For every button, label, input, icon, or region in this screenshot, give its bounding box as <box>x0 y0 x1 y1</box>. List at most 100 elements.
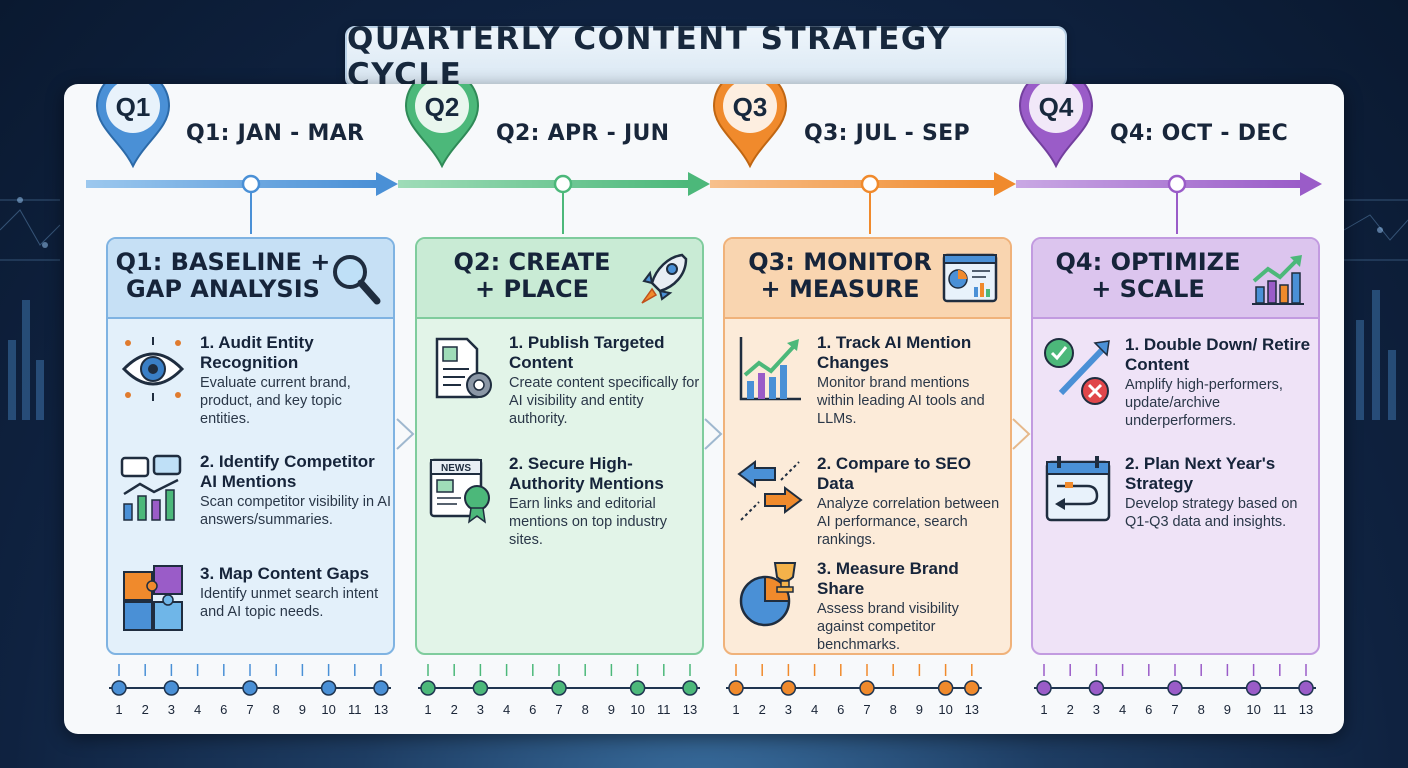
week-tick-label: 7 <box>1171 702 1179 717</box>
week-tick-label: 2 <box>141 702 149 717</box>
rocket-icon <box>641 253 688 304</box>
column-q4-heading: Q4: OPTIMIZE+ SCALE <box>1055 248 1241 303</box>
q4-item-1-title: 1. Double Down/ Retire Content <box>1125 335 1311 374</box>
week-tick-label: 11 <box>348 702 362 717</box>
column-q2-heading: Q2: CREATE+ PLACE <box>453 248 611 303</box>
quarter-date-q3: Q3: JUL - SEP <box>804 121 970 146</box>
week-marker <box>780 680 797 696</box>
q3-item-3-desc: Assess brand visibility against competit… <box>817 601 959 653</box>
svg-text:NEWS: NEWS <box>441 463 471 474</box>
week-tick-label: 6 <box>837 702 845 717</box>
column-q3: Q3: MONITOR+ MEASURE 1. Track AI Mention <box>723 237 1012 655</box>
week-tick-label: 13 <box>964 702 980 717</box>
week-marker <box>551 680 567 696</box>
week-tick-label: 9 <box>915 702 923 717</box>
week-tick-label: 8 <box>1197 702 1205 717</box>
document-gear-icon <box>435 337 492 399</box>
timeline-arrow-q1 <box>86 172 398 196</box>
week-tick-label: 9 <box>1223 702 1231 717</box>
eye-icon <box>121 337 185 401</box>
week-marker <box>682 680 698 696</box>
week-tick-label: 9 <box>298 702 306 717</box>
timeline-node-q1 <box>241 174 261 194</box>
week-marker <box>629 680 646 696</box>
growth-chart-icon <box>1252 255 1304 305</box>
week-tick-label: 13 <box>1298 702 1314 717</box>
week-tick-label: 3 <box>476 702 484 717</box>
week-marker <box>420 680 436 696</box>
week-tick-label: 8 <box>581 702 589 717</box>
quarter-date-q2: Q2: APR - JUN <box>496 121 670 146</box>
timeline-arrow-q4 <box>1016 172 1322 196</box>
timeline-node-q4 <box>1167 174 1187 194</box>
week-tick-label: 10 <box>630 702 645 717</box>
pin-q4-label: Q4 <box>1039 92 1074 122</box>
week-tick-label: 6 <box>529 702 537 717</box>
column-q2: Q2: CREATE+ PLACE 1. Publish Targeted Co… <box>415 237 704 655</box>
title-banner: QUARTERLY CONTENT STRATEGY CYCLE <box>345 21 1067 93</box>
quarter-date-q1: Q1: JAN - MAR <box>186 121 365 146</box>
week-tick-label: 8 <box>272 702 280 717</box>
week-marker <box>964 680 980 696</box>
week-tick-label: 11 <box>1273 702 1287 717</box>
week-marker <box>1036 680 1052 696</box>
magnifier-icon <box>333 255 381 305</box>
week-tick-label: 1 <box>732 702 740 717</box>
week-tick-label: 10 <box>1246 702 1261 717</box>
week-marker <box>1245 680 1262 696</box>
quarter-date-q4: Q4: OCT - DEC <box>1110 121 1289 146</box>
week-tick-label: 6 <box>1145 702 1153 717</box>
week-tick-label: 3 <box>784 702 792 717</box>
week-marker <box>728 680 744 696</box>
q2-item-2-desc: Earn links and editorial mentions on top… <box>509 496 667 548</box>
q3-item-3-title: 3. Measure Brand Share <box>817 559 959 598</box>
week-tick-label: 10 <box>938 702 953 717</box>
timeline-node-q2 <box>553 174 573 194</box>
q1-item-1-title: 1. Audit Entity Recognition <box>200 333 314 372</box>
week-tick-label: 4 <box>193 702 202 717</box>
q3-item-1-desc: Monitor brand mentions within leading AI… <box>817 375 985 427</box>
week-marker <box>1298 680 1314 696</box>
calendar-plan-icon <box>1045 456 1111 522</box>
q1-item-3-desc: Identify unmet search intent and AI topi… <box>200 586 379 620</box>
week-tick-label: 1 <box>1040 702 1048 717</box>
strategy-panel: Q1 Q2 Q3 Q4 Q1: JAN - MAR Q2: APR - JUN … <box>64 84 1344 734</box>
week-tick-label: 10 <box>321 702 336 717</box>
week-tick-label: 2 <box>1066 702 1074 717</box>
check-cross-icon <box>1044 338 1110 405</box>
week-tick-label: 4 <box>502 702 511 717</box>
pie-trophy-icon <box>739 562 797 627</box>
q3-item-2-desc: Analyze correlation between AI performan… <box>817 496 1000 548</box>
q3-item-2-title: 2. Compare to SEO Data <box>817 454 971 493</box>
trend-chart-icon <box>739 337 801 401</box>
week-marker <box>937 680 954 696</box>
column-q3-heading: Q3: MONITOR+ MEASURE <box>748 248 932 303</box>
news-award-icon: NEWS <box>429 458 490 524</box>
timeline-arrow-q3 <box>710 172 1016 196</box>
week-tick-label: 2 <box>450 702 458 717</box>
q1-item-2-title: 2. Identify Competitor AI Mentions <box>200 452 375 491</box>
week-tick-label: 3 <box>167 702 175 717</box>
week-tick-label: 2 <box>758 702 766 717</box>
week-tick-label: 13 <box>682 702 698 717</box>
q4-item-2-title: 2. Plan Next Year's Strategy <box>1125 454 1276 493</box>
quarter-timeline: Q1 Q2 Q3 Q4 <box>86 84 1322 234</box>
week-tick-label: 9 <box>607 702 615 717</box>
week-tick-label: 7 <box>246 702 254 717</box>
pin-q1: Q1 <box>95 84 171 169</box>
q2-item-1-title: 1. Publish Targeted Content <box>509 333 665 372</box>
pin-q2: Q2 <box>404 84 480 169</box>
week-tick-label: 13 <box>373 702 389 717</box>
week-tick-label: 6 <box>220 702 228 717</box>
page-title: QUARTERLY CONTENT STRATEGY CYCLE <box>347 21 952 93</box>
week-tick-label: 7 <box>555 702 563 717</box>
q1-item-2-desc: Scan competitor visibility in AI answers… <box>200 494 391 528</box>
q4-item-2-desc: Develop strategy based on Q1-Q3 data and… <box>1125 496 1298 530</box>
q1-item-3-title: 3. Map Content Gaps <box>200 564 370 583</box>
week-marker <box>242 680 258 696</box>
week-marker <box>1167 680 1183 696</box>
column-q1-heading: Q1: BASELINE +GAP ANALYSIS <box>115 248 331 303</box>
week-tick-label: 7 <box>863 702 871 717</box>
week-tick-label: 3 <box>1092 702 1100 717</box>
dashboard-icon <box>942 253 998 303</box>
